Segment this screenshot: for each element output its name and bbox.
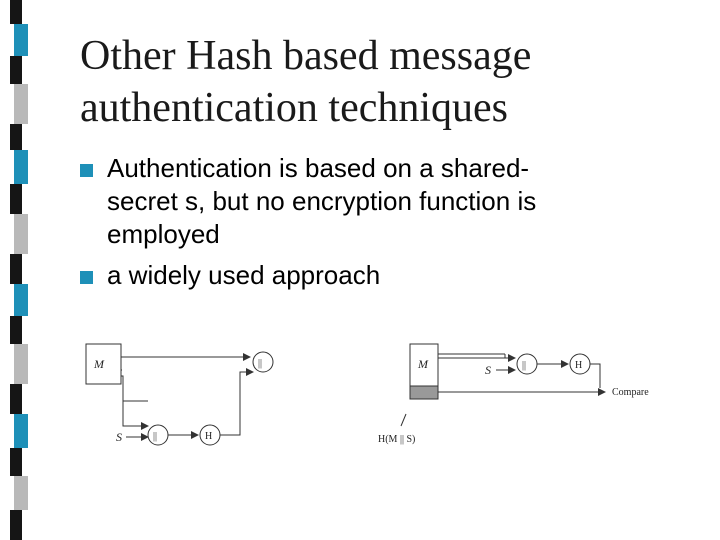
receiver-concat-circle [516,353,538,375]
bar-block [14,284,28,316]
receiver-arrow [590,363,601,388]
bullet-square-icon [80,164,93,177]
bar-block [10,448,22,476]
bullet-line: a widely used approach [107,260,381,290]
title-line: Other Hash based message [80,33,532,79]
bullet-line: Authentication is based on a shared- [107,153,530,183]
receiver-tag-label: H(M || S) [378,434,415,445]
left-decorative-bar [0,0,34,540]
sender-arrow [220,368,254,436]
bar-block [10,254,22,284]
bar-block [14,476,28,510]
sender-hash-symbol: H [205,431,212,442]
sender-branch [122,401,149,430]
bar-block [10,384,22,414]
bar-block [14,344,28,384]
title-line: authentication techniques [80,85,509,131]
tag-pointer [400,413,407,427]
bar-block [14,150,28,184]
bar-block [10,0,22,24]
sender-concat-symbol: || [258,358,262,369]
sender-concat-circle-2 [147,424,169,446]
receiver-concat-symbol: || [522,360,526,371]
bar-block [10,56,22,84]
sender-message-label: M [93,357,105,371]
bar-block [14,214,28,254]
receiver-hash-symbol: H [575,360,582,371]
bullet-line: employed [107,219,220,249]
sender-concat-circle [252,351,274,373]
sender-message-box [85,343,122,385]
bar-block [10,184,22,214]
receiver-tag-box [409,385,439,400]
sender-concat-symbol-2: || [153,431,157,442]
bullet-square-icon [80,271,93,284]
bar-block [10,124,22,150]
bullet-line: secret s, but no encryption function is [107,186,537,216]
bullet-list: Authentication is based on a shared- sec… [76,152,676,292]
receiver-compare-label: Compare [612,387,649,398]
slide-title: Other Hash based message authentication … [80,30,700,134]
hmac-diagram: M || S || H M S || H Compare H(M || S) [85,343,649,446]
sender-branch [121,375,141,402]
bar-block [10,316,22,344]
bar-block [10,510,22,540]
sender-secret-label: S [116,430,122,444]
bar-block [14,414,28,448]
bar-block [14,84,28,124]
bullet-item: Authentication is based on a shared- sec… [76,152,676,251]
receiver-secret-label: S [485,363,491,377]
receiver-message-label: M [417,357,429,371]
bullet-item: a widely used approach [76,259,676,292]
bar-block [14,24,28,56]
